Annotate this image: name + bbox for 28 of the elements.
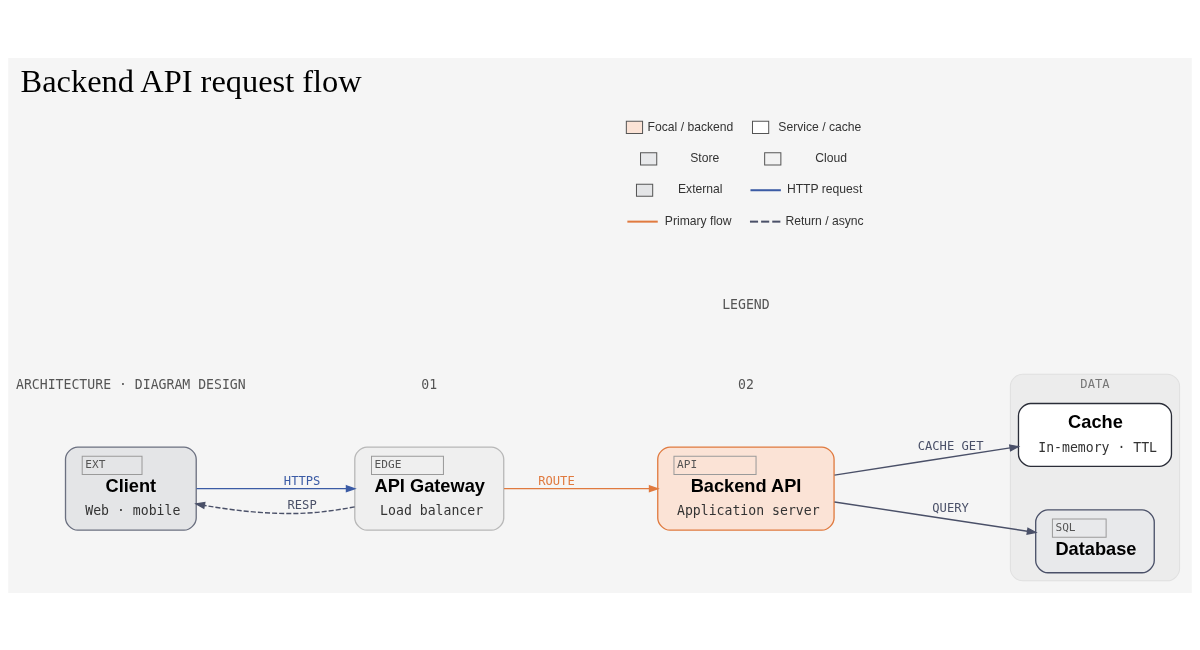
diagram-title: Backend API request flow [20,62,362,99]
arrow [195,484,357,492]
edge-label: CACHE GET [917,438,984,453]
edge-label: ROUTE [538,473,575,488]
legend-label: Store [690,150,720,165]
legend-label: Return / async [785,213,864,228]
edge-label: HTTPS [283,473,321,488]
label: LEGEND [722,296,770,312]
node-box: EDGE API Gateway Load balancer [354,445,505,531]
label: 01 [421,376,438,392]
label: 02 [737,376,754,392]
legend-label: HTTP request [786,181,863,196]
legend-label: External [678,181,723,196]
node-box: Cache In-memory · TTL [1017,402,1173,467]
node-box: EXT Client Web · mobile [64,445,197,531]
node-box: API Backend API Application server [657,445,835,531]
legend-label: Focal / backend [647,119,734,134]
arrow [833,500,1038,535]
legend-label: Primary flow [664,213,732,228]
legend-label: Service / cache [778,119,862,134]
node-box: SQL Database [1035,508,1155,573]
arrow [194,501,356,514]
arrow [503,484,660,492]
arrow [833,443,1021,476]
legend-label: Cloud [815,150,848,165]
edge-label: QUERY [932,500,969,515]
label: ARCHITECTURE · DIAGRAM DESIGN [16,376,246,392]
edge-label: RESP [287,496,317,511]
